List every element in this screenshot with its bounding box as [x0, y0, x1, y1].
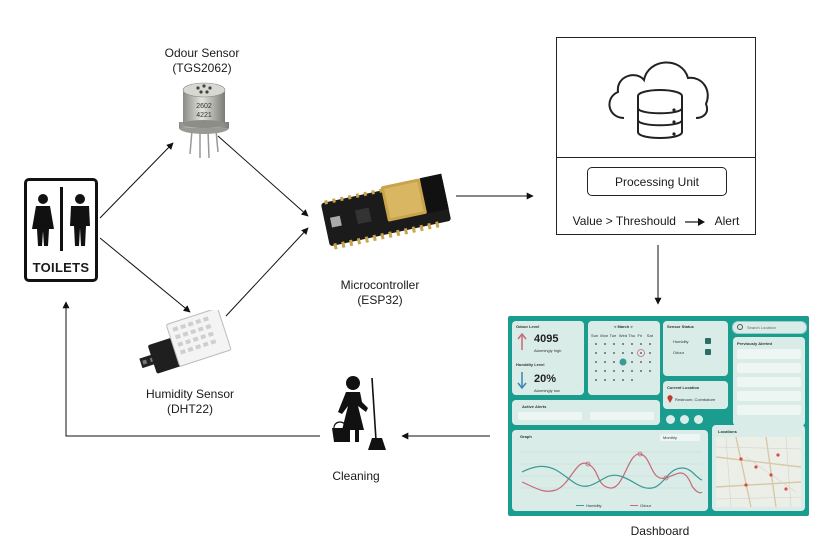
arrow-up-icon [517, 333, 527, 350]
rule-arrow-icon [685, 217, 706, 226]
legend-odour: Odour [640, 503, 652, 508]
humidity-line [521, 465, 703, 489]
sensor-marking-2: 4221 [196, 112, 212, 119]
arrow-cleaning-to-toilet [62, 301, 320, 437]
calendar-weekday: Mon [600, 333, 609, 338]
sensor-odour-label: Odour [673, 350, 685, 355]
calendar-weekday: Wed [618, 333, 628, 338]
microcontroller-name: Microcontroller [340, 278, 420, 292]
cloud-processing-box: Processing Unit Value > Threshould Alert [556, 37, 756, 235]
humidity-status: Alarmingly low [534, 388, 560, 393]
arrow-down-icon [517, 372, 527, 389]
previously-alerted-title: Previously Alerted [737, 341, 772, 346]
graph-card: Graph Monthly Humidity Odour [512, 430, 708, 511]
toilet-sign-label: TOILETS [32, 260, 90, 275]
sensor-marking-1: 2602 [196, 103, 212, 110]
calendar-weekday: Thu [628, 333, 636, 338]
humidity-value: 20% [534, 373, 557, 385]
calendar-weekday: Sat [646, 333, 653, 338]
graph-filter-label: Monthly [663, 435, 678, 440]
locations-card: Locations [712, 425, 805, 511]
legend-humidity: Humidity [586, 503, 602, 508]
active-alerts-card: Active Alerts [512, 400, 660, 425]
location-pin-icon [667, 395, 673, 403]
previously-alerted-card: Previously Alerted [733, 337, 805, 426]
rule-condition: Value > Threshould [572, 214, 676, 228]
legend-humidity-swatch [576, 505, 584, 506]
processing-unit-box: Processing Unit [587, 167, 727, 196]
microcontroller-model: (ESP32) [357, 293, 403, 307]
calendar-weekday: Tue [609, 333, 617, 338]
sensor-status-card: Sensor Status Humidity Odour [663, 321, 728, 376]
humidity-sensor-image [139, 310, 232, 374]
toilet-sign: TOILETS [24, 178, 98, 282]
calendar-weekday: Fri [637, 333, 643, 338]
locations-map[interactable] [716, 437, 801, 507]
odour-toggle[interactable] [705, 349, 711, 355]
processing-unit-label: Processing Unit [614, 174, 700, 189]
sensor-status-title: Sensor Status [667, 324, 694, 329]
calendar-grid [595, 343, 651, 381]
odour-status: Alarmingly high [534, 348, 562, 353]
esp32-board-image [321, 173, 451, 250]
share-icon[interactable] [680, 415, 689, 424]
odour-sensor-label: Odour Sensor (TGS2062) [150, 46, 254, 76]
cleaning-person-icon [332, 376, 386, 450]
search-icon [737, 324, 743, 330]
sign-divider [60, 187, 63, 251]
search-box[interactable]: Search Location [732, 321, 807, 334]
graph-lines [520, 451, 703, 494]
male-figure-icon [70, 194, 90, 246]
current-location-card: Current Location Restroom, Coimbatore [663, 381, 728, 409]
current-location-title: Current Location [667, 385, 700, 390]
arrow-humidity-to-mcu [225, 227, 309, 317]
rule-result: Alert [714, 214, 740, 228]
graph-filter-dropdown[interactable]: Monthly [660, 434, 700, 441]
dashboard-caption: Dashboard [630, 524, 690, 538]
current-location-value: Restroom, Coimbatore [675, 397, 716, 402]
humidity-sensor-model: (DHT22) [166, 402, 213, 416]
odour-line [521, 453, 703, 494]
female-figure-icon [32, 194, 54, 246]
odour-title: Odour Level [516, 324, 540, 329]
download-icon[interactable] [666, 415, 675, 424]
dashboard-screenshot: Odour Level 4095 Alarmingly high Humidit… [508, 316, 809, 516]
odour-sensor-image: 2602 4221 [179, 82, 229, 159]
calendar-weekday: Sun [591, 333, 599, 338]
levels-card: Odour Level 4095 Alarmingly high Humidit… [512, 321, 584, 395]
locations-title: Locations [718, 429, 737, 434]
settings-icon[interactable] [694, 415, 703, 424]
box-divider [557, 157, 755, 158]
microcontroller-label: Microcontroller (ESP32) [330, 278, 430, 308]
calendar-title[interactable]: < March > [614, 324, 633, 329]
threshold-rule: Value > Threshould Alert [557, 214, 755, 228]
arrow-odour-to-mcu [217, 135, 309, 217]
cloud-database-icon [608, 61, 709, 139]
arrow-toilet-to-odour [99, 142, 174, 219]
humidity-toggle[interactable] [705, 338, 711, 344]
odour-sensor-model: (TGS2062) [172, 61, 232, 75]
arrow-toilet-to-humidity [99, 237, 191, 313]
cleaning-label: Cleaning [332, 469, 380, 483]
odour-value: 4095 [534, 333, 559, 345]
legend-odour-swatch [630, 505, 638, 506]
odour-sensor-name: Odour Sensor [164, 46, 240, 60]
humidity-title: Humidity Level [516, 362, 545, 367]
humidity-sensor-label: Humidity Sensor (DHT22) [130, 387, 250, 417]
active-alerts-title: Active Alerts [522, 404, 547, 409]
search-placeholder: Search Location [747, 325, 776, 330]
sensor-humidity-label: Humidity [673, 339, 689, 344]
graph-title: Graph [520, 434, 532, 439]
humidity-sensor-name: Humidity Sensor [145, 387, 235, 401]
